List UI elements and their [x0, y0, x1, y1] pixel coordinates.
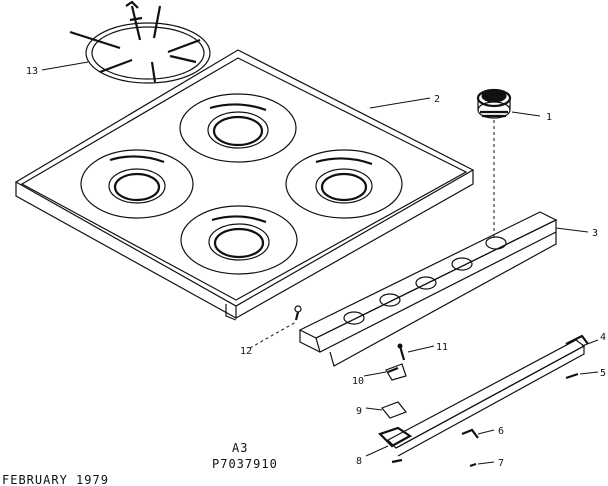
burner-well-right — [285, 149, 403, 219]
date-label: FEBRUARY 1979 — [2, 473, 109, 486]
callout-12: 12 — [240, 346, 252, 357]
callout-6: 6 — [498, 426, 504, 437]
callout-2: 2 — [434, 94, 440, 105]
bracket-plate — [381, 401, 407, 419]
callout-1: 1 — [546, 112, 552, 123]
panel-screw — [397, 343, 406, 361]
callout-11: 11 — [436, 342, 448, 353]
callout-13: 13 — [26, 66, 38, 77]
burner-well-left — [80, 149, 194, 219]
callout-8: 8 — [356, 456, 362, 467]
callout-10: 10 — [352, 376, 364, 387]
page-label: A3 — [232, 441, 248, 455]
burner-well-rear — [179, 93, 297, 163]
control-panel — [298, 211, 558, 367]
burner-well-front — [180, 205, 298, 275]
callout-4: 4 — [600, 332, 606, 343]
callout-7: 7 — [498, 458, 504, 469]
callout-9: 9 — [356, 406, 362, 417]
bracket-small — [385, 363, 407, 381]
cooktop-main-top — [14, 49, 475, 321]
burner-grate — [69, 0, 211, 84]
small-screws — [391, 372, 579, 468]
control-knob — [476, 88, 512, 119]
lower-rail — [377, 334, 589, 457]
leader-lines — [41, 61, 599, 465]
callout-5: 5 — [600, 368, 606, 379]
callout-3: 3 — [592, 228, 598, 239]
part-number: P7037910 — [212, 457, 278, 471]
screw — [294, 305, 302, 321]
